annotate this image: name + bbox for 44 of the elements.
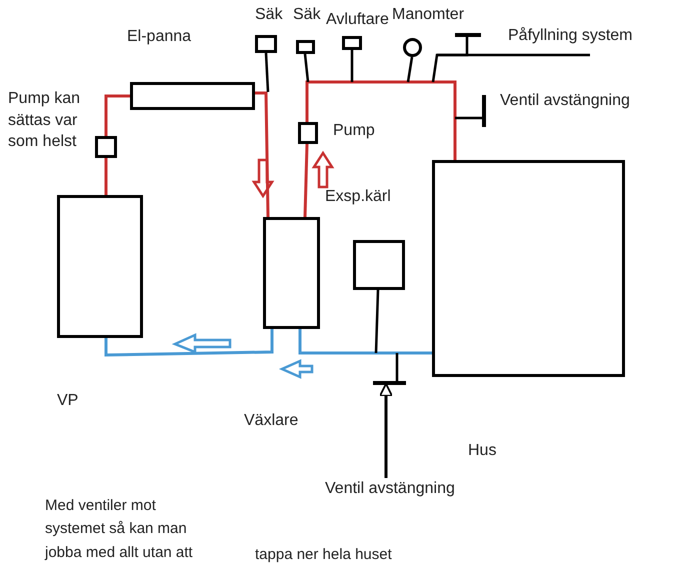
component-label: El-panna bbox=[127, 27, 192, 47]
valve-label: Ventil avstängning bbox=[325, 478, 495, 500]
component-label: Påfyllning system bbox=[508, 26, 634, 46]
valve-handle bbox=[373, 381, 406, 385]
connection-line bbox=[304, 54, 310, 82]
expansion-tank-box bbox=[353, 240, 405, 290]
pipe-line bbox=[255, 92, 270, 218]
connection-line bbox=[455, 116, 482, 120]
pipe-line bbox=[104, 94, 130, 136]
pipe-line bbox=[306, 80, 456, 160]
component-label: VP bbox=[57, 391, 80, 411]
pump-box bbox=[95, 136, 117, 158]
connection-line bbox=[264, 52, 270, 92]
component-label: Pump bbox=[333, 121, 376, 141]
component-label: Pump kan sättas var som helst bbox=[8, 89, 82, 152]
pump-box bbox=[298, 122, 318, 144]
arrow bbox=[379, 382, 393, 478]
house-box bbox=[432, 160, 625, 377]
safety-valve-box bbox=[296, 40, 315, 54]
component-label: Hus bbox=[468, 441, 498, 461]
connection-line bbox=[432, 37, 468, 82]
component-label: Säk bbox=[255, 5, 284, 25]
pipe-line bbox=[104, 329, 274, 357]
boiler-box bbox=[130, 82, 255, 110]
note-text: tappa ner hela huset bbox=[255, 545, 393, 565]
connection-line bbox=[396, 353, 398, 381]
component-label: Växlare bbox=[244, 411, 300, 431]
connection-line bbox=[350, 50, 354, 82]
pipe-line bbox=[304, 144, 308, 218]
component-label: Ventil avstängning bbox=[500, 91, 631, 111]
connection-line bbox=[374, 290, 380, 354]
component-label: Manomter bbox=[392, 5, 466, 25]
valve-handle bbox=[482, 95, 486, 127]
pipe-line bbox=[104, 158, 108, 195]
valve-handle bbox=[455, 33, 481, 37]
air-vent-box bbox=[342, 36, 362, 50]
connection-line bbox=[406, 56, 414, 82]
heat-exchanger-box bbox=[263, 217, 320, 329]
pressure-gauge-circle bbox=[403, 38, 422, 57]
safety-valve-box bbox=[255, 35, 277, 53]
note-text: Med ventiler mot systemet så kan man jobba med allt utan att bbox=[45, 496, 194, 562]
heat-pump-box bbox=[57, 195, 143, 338]
pipe-line bbox=[298, 329, 432, 354]
component-label: Exsp.kärl bbox=[325, 187, 392, 207]
